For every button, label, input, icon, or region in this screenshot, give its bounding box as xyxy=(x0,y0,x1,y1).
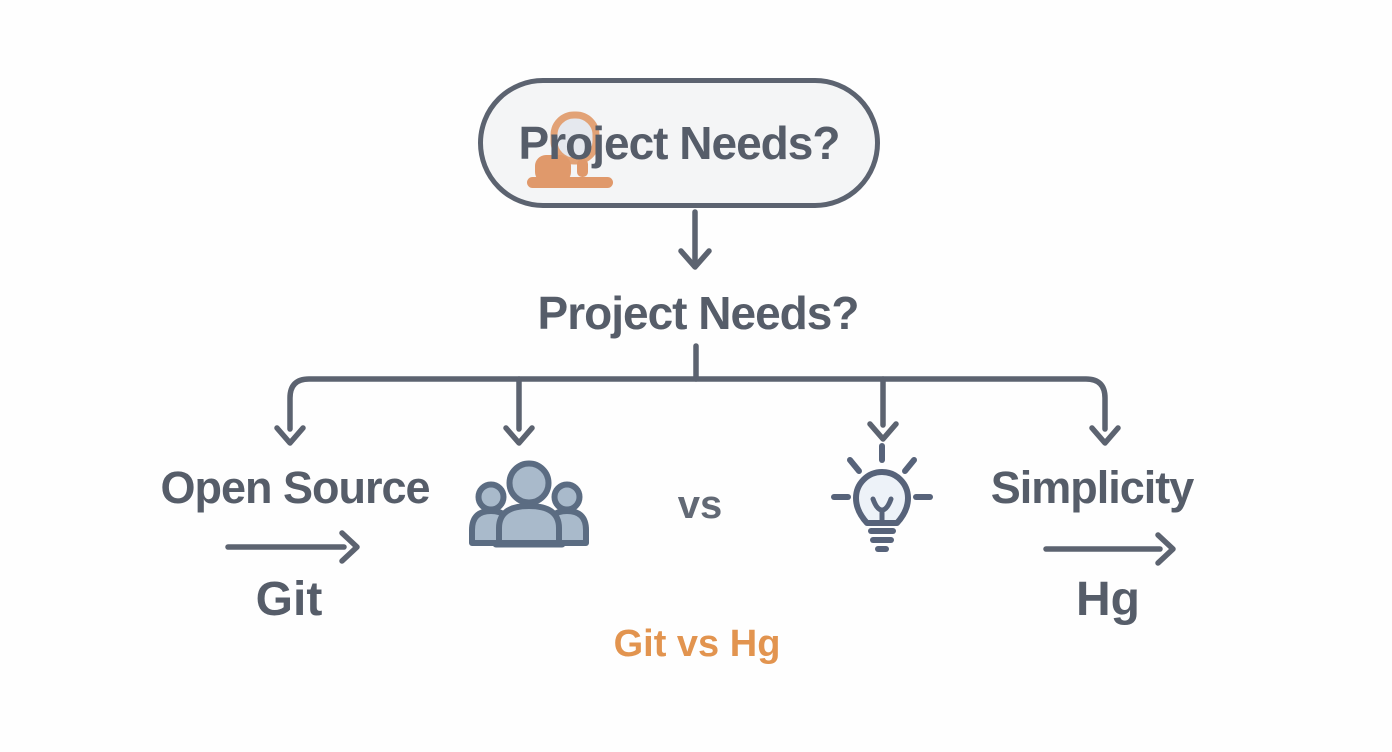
branch-tree-lines xyxy=(287,343,1108,432)
lightbulb-icon xyxy=(831,443,933,552)
branch-arrowheads xyxy=(274,421,1121,446)
branch-label-open-source: Open Source xyxy=(160,462,430,513)
root-box-label: Project Needs? xyxy=(518,117,841,169)
arrow-open-source-to-git xyxy=(225,530,360,564)
branch-label-simplicity: Simplicity xyxy=(990,462,1195,513)
person-at-laptop-icon xyxy=(527,111,613,188)
versus-label: vs xyxy=(677,483,723,527)
caption-git-vs-hg: Git vs Hg xyxy=(613,623,781,665)
decision-label: Project Needs? xyxy=(537,287,860,339)
arrow-simplicity-to-hg xyxy=(1043,532,1176,566)
result-label-git: Git xyxy=(255,573,323,626)
result-label-hg: Hg xyxy=(1076,573,1140,626)
people-group-icon xyxy=(469,460,589,548)
arrow-root-to-decision xyxy=(678,209,712,270)
root-decision-box: Project Needs? xyxy=(478,78,880,208)
